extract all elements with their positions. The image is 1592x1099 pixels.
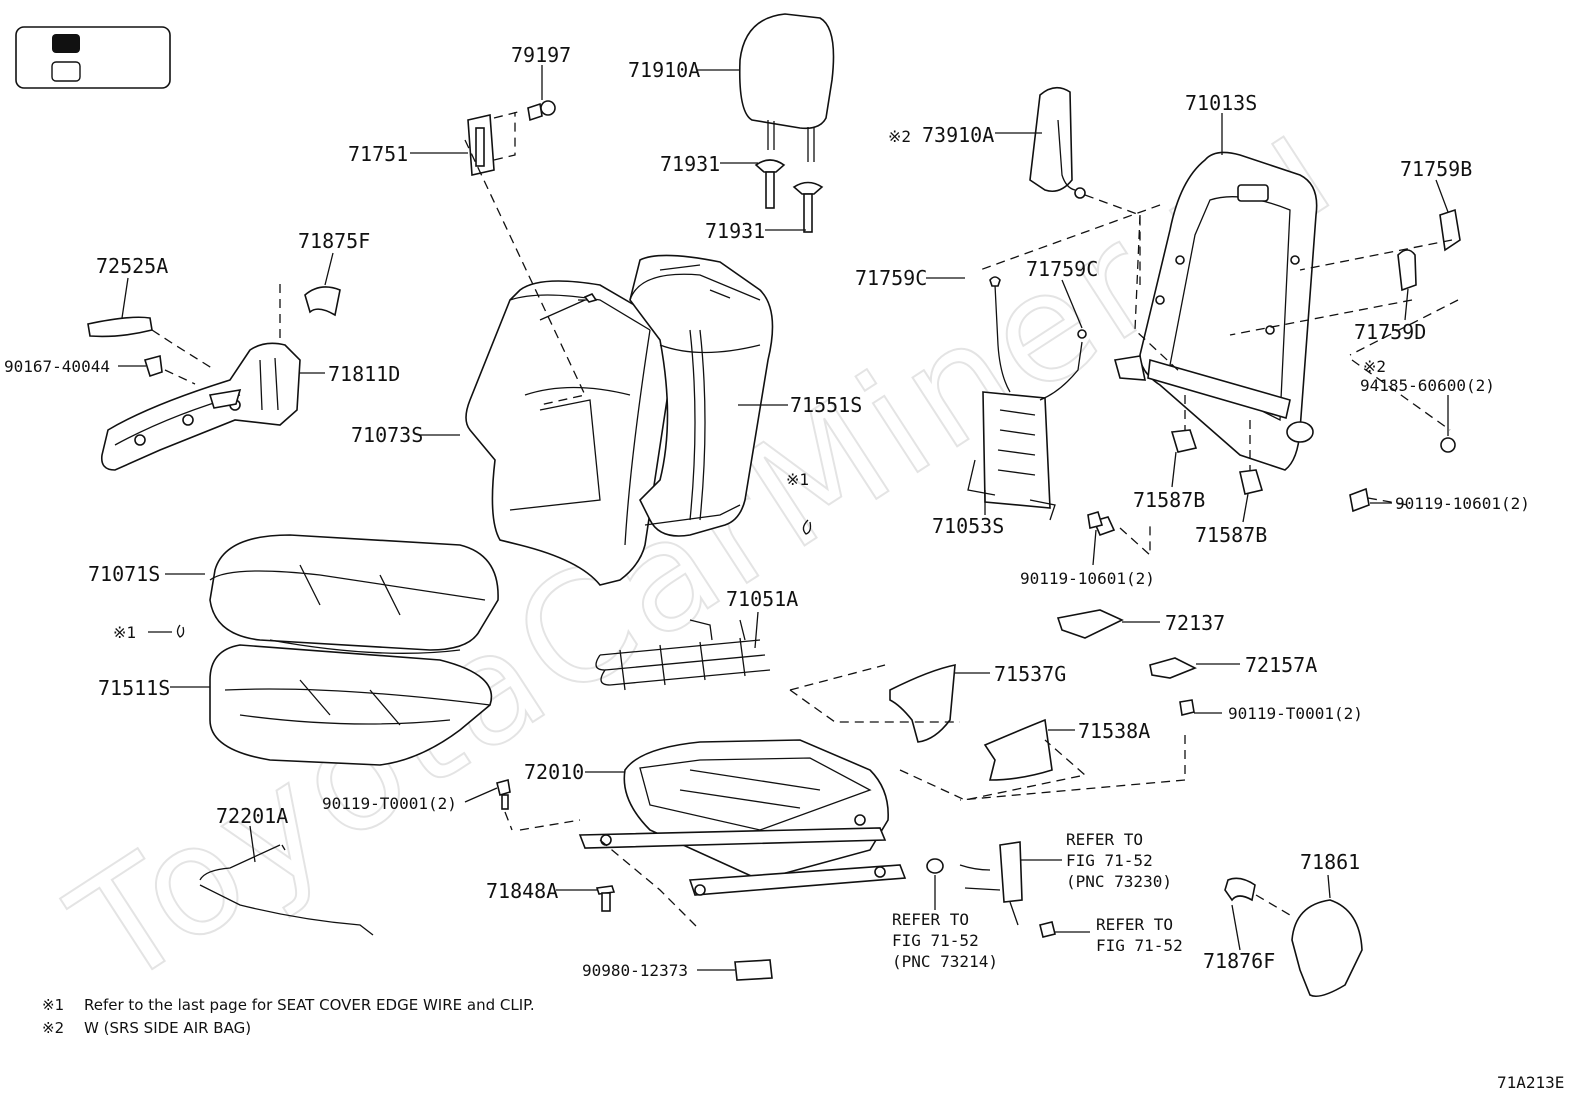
label-71759C-right: 71759C [1026, 257, 1098, 281]
side-airbag [1029, 86, 1141, 285]
label-71073S: 71073S [351, 423, 423, 447]
label-71759D: 71759D [1354, 320, 1426, 344]
note-2-mark: ※2 [42, 1019, 64, 1037]
seatbelt-buckle [959, 841, 1023, 926]
legend-box [15, 26, 171, 89]
note-2-text: W (SRS SIDE AIR BAG) [84, 1019, 251, 1037]
diagram-code: 71A213E [1497, 1073, 1564, 1092]
ref-7152-line1: REFER TO [1096, 915, 1173, 934]
seatback-frame [1113, 151, 1318, 471]
armrest-assembly [87, 284, 341, 471]
lumbar-wire [967, 276, 1151, 557]
label-79197: 79197 [511, 43, 571, 67]
label-71587B-right: 71587B [1195, 523, 1267, 547]
label-71013S: 71013S [1185, 91, 1257, 115]
seat-adjuster-frame [578, 739, 907, 931]
label-71875F: 71875F [298, 229, 370, 253]
label-71759C-left: 71759C [855, 266, 927, 290]
label-71931-upper: 71931 [660, 152, 720, 176]
label-90119-T0001-right: 90119-T0001(2) [1228, 704, 1363, 723]
label-71587B-left: 71587B [1133, 488, 1205, 512]
label-71759B: 71759B [1400, 157, 1472, 181]
label-71053S: 71053S [932, 514, 1004, 538]
note-1-text: Refer to the last page for SEAT COVER ED… [84, 996, 535, 1014]
guide-lines [464, 139, 1181, 406]
label-note1-seatback: ※1 [786, 470, 809, 489]
edge-wire-72201A [199, 844, 374, 936]
edge-clip-icons [176, 519, 812, 638]
label-90119-10601-right: 90119-10601(2) [1395, 494, 1530, 513]
label-71848A: 71848A [486, 879, 558, 903]
label-71051A: 71051A [726, 587, 798, 611]
side-trims [519, 609, 1197, 831]
label-71931-lower: 71931 [705, 219, 765, 243]
label-90980-12373: 90980-12373 [582, 961, 688, 980]
label-90167-40044: 90167-40044 [4, 357, 110, 376]
label-73910A-mark: ※2 [888, 127, 911, 146]
label-71537G: 71537G [994, 662, 1066, 686]
label-94185-mark: ※2 [1363, 357, 1386, 376]
cushion-spring [595, 619, 771, 691]
label-71811D: 71811D [328, 362, 400, 386]
label-71751: 71751 [348, 142, 408, 166]
fasteners [496, 511, 1195, 981]
seatback-cover [465, 280, 674, 586]
cushion-cover [209, 534, 499, 654]
label-71538A: 71538A [1078, 719, 1150, 743]
small-brackets [979, 204, 1461, 513]
label-72010: 72010 [524, 760, 584, 784]
headrest-assembly [738, 13, 835, 233]
label-71910A: 71910A [628, 58, 700, 82]
legend-swatch-filled [52, 34, 80, 53]
footnotes: ※1 Refer to the last page for SEAT COVER… [42, 996, 535, 1037]
part-labels: 79197 71910A 71751 71931 71931 ※2 73910A… [4, 43, 1530, 980]
ref-7152-line2: FIG 71-52 [1096, 936, 1183, 955]
bracket-71751 [467, 100, 556, 176]
label-71876F: 71876F [1203, 949, 1275, 973]
label-71861: 71861 [1300, 850, 1360, 874]
label-72157A: 72157A [1245, 653, 1317, 677]
seatback-pad [629, 254, 774, 537]
ref-73230-line3: (PNC 73230) [1066, 872, 1172, 891]
label-72201A: 72201A [216, 804, 288, 828]
recliner-cover [1224, 877, 1363, 998]
ref-73230-line1: REFER TO [1066, 830, 1143, 849]
label-note1-cushion: ※1 [113, 623, 136, 642]
label-72137: 72137 [1165, 611, 1225, 635]
label-71071S: 71071S [88, 562, 160, 586]
label-90119-T0001-left: 90119-T0001(2) [322, 794, 457, 813]
label-73910A: 73910A [922, 123, 994, 147]
ref-73230-line2: FIG 71-52 [1066, 851, 1153, 870]
note-1-mark: ※1 [42, 996, 64, 1014]
cushion-pad [209, 644, 493, 766]
label-94185-60600: 94185-60600(2) [1360, 376, 1495, 395]
ref-73214-line3: (PNC 73214) [892, 952, 998, 971]
ref-73214-line1: REFER TO [892, 910, 969, 929]
label-72525A: 72525A [96, 254, 168, 278]
ref-73214-line2: FIG 71-52 [892, 931, 979, 950]
leader-lines [118, 65, 1449, 971]
label-90119-10601-center: 90119-10601(2) [1020, 569, 1155, 588]
legend-swatch-empty [51, 61, 81, 82]
label-71551S: 71551S [790, 393, 862, 417]
label-71511S: 71511S [98, 676, 170, 700]
